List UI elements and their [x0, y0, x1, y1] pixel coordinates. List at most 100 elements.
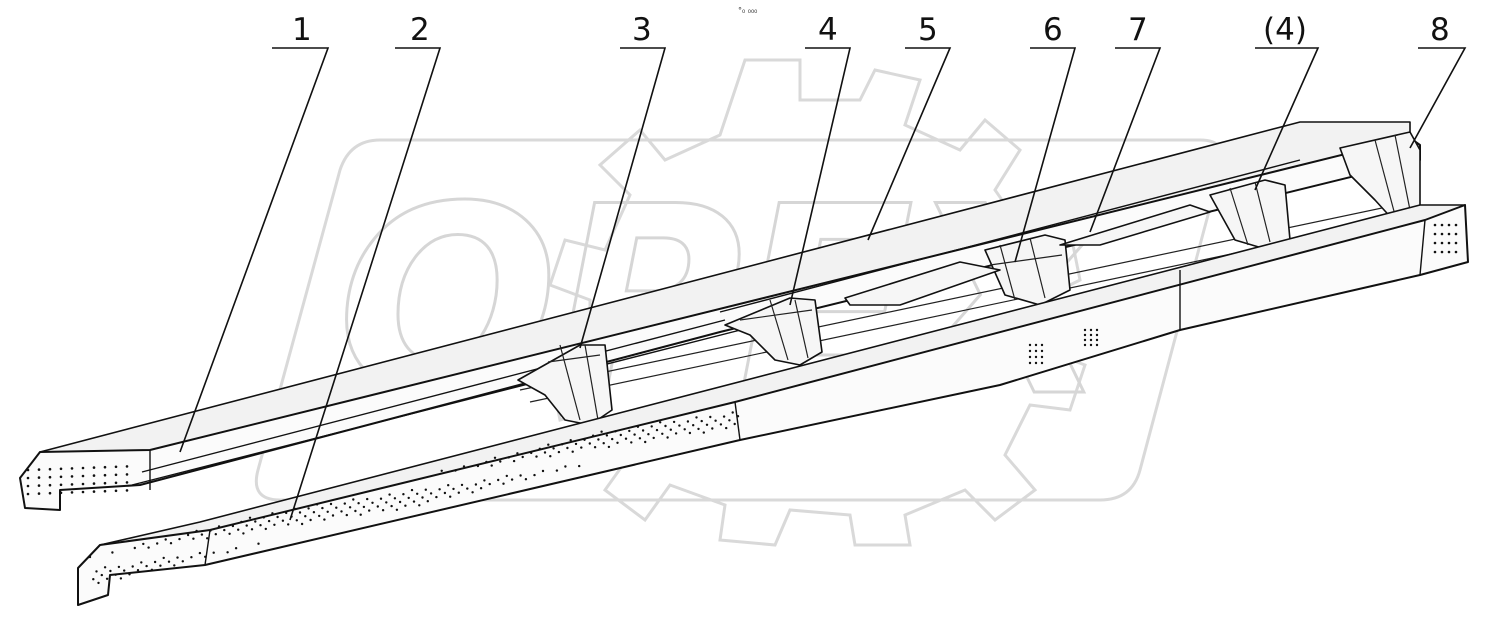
- leader-6: [1014, 47, 1077, 263]
- rivet-hole: [1454, 241, 1458, 245]
- rivet-hole: [95, 570, 98, 573]
- rivet-hole: [1089, 338, 1093, 342]
- rivet-hole: [92, 578, 95, 581]
- rivet-hole: [440, 469, 443, 472]
- rivet-hole: [593, 446, 597, 449]
- rivet-hole: [404, 504, 407, 507]
- leader-lines: [179, 47, 1467, 521]
- rivet-hole: [133, 546, 136, 550]
- rivet-hole: [521, 455, 524, 459]
- rivet-hole: [644, 440, 647, 444]
- rivet-hole: [59, 483, 63, 487]
- rivet-hole: [1083, 328, 1087, 332]
- watermark-gear: [548, 58, 1087, 547]
- leader-1: [179, 47, 330, 453]
- rivet-hole: [114, 473, 118, 477]
- rivet-hole: [1034, 343, 1038, 347]
- rivet-hole: [1034, 349, 1038, 353]
- rivet-hole: [26, 468, 30, 472]
- rivet-hole: [1089, 343, 1093, 347]
- rivet-hole: [114, 573, 117, 576]
- rivet-hole: [647, 433, 650, 436]
- rivet-hole: [410, 488, 414, 492]
- rivet-hole: [329, 502, 333, 506]
- rivet-hole: [162, 556, 165, 560]
- rivet-hole: [479, 487, 483, 490]
- rivet-hole: [1083, 333, 1087, 337]
- rivet-hole: [125, 481, 129, 484]
- callout-6: 6: [1043, 12, 1063, 48]
- rivet-hole: [731, 411, 734, 414]
- rivet-hole: [516, 452, 519, 455]
- rivet-hole: [359, 513, 362, 516]
- rivet-hole: [709, 415, 712, 419]
- rivet-hole: [309, 518, 312, 522]
- rivet-hole: [300, 522, 304, 526]
- rivet-hole: [223, 528, 226, 532]
- rivet-hole: [326, 510, 329, 513]
- rivet-hole: [125, 465, 129, 468]
- rivet-hole: [70, 475, 74, 478]
- rivet-hole: [493, 456, 497, 459]
- rivet-hole: [234, 547, 238, 550]
- rivet-hole: [167, 560, 171, 563]
- rivet-hole: [173, 564, 176, 567]
- rivet-hole: [714, 419, 717, 422]
- leader-8: [1409, 47, 1467, 149]
- rivet-hole: [686, 420, 690, 423]
- rivet-hole: [429, 492, 433, 495]
- rivet-hole: [1433, 232, 1437, 236]
- rivet-hole: [398, 500, 402, 504]
- rivet-hole: [692, 424, 695, 427]
- rivet-hole: [200, 533, 204, 536]
- rivet-hole: [557, 450, 561, 454]
- rivet-hole: [583, 438, 586, 441]
- rivet-hole: [81, 474, 85, 478]
- rivet-hole: [26, 492, 30, 496]
- leader-4: [789, 47, 852, 306]
- rivet-hole: [385, 501, 388, 504]
- rivet-hole: [1040, 343, 1044, 347]
- callout-3: 3: [632, 12, 652, 48]
- rivet-hole: [605, 434, 609, 437]
- rivet-hole: [476, 464, 480, 468]
- rivet-hole: [1440, 232, 1444, 236]
- rivet-hole: [186, 533, 190, 537]
- rivet-hole: [607, 445, 611, 449]
- rivet-hole: [462, 465, 466, 468]
- rivet-hole: [695, 416, 698, 419]
- rivet-hole: [1028, 355, 1032, 359]
- rivet-hole: [402, 493, 405, 496]
- rivet-hole: [37, 484, 41, 487]
- rivet-hole: [555, 469, 559, 472]
- cross-member-4: [724, 297, 823, 366]
- rivet-hole: [571, 450, 574, 453]
- rivet-hole: [678, 424, 681, 427]
- rivet-hole: [242, 532, 245, 535]
- rivet-hole: [164, 538, 167, 541]
- rivet-hole: [1095, 328, 1099, 332]
- rivet-hole: [231, 524, 235, 528]
- rivet-hole: [100, 573, 104, 577]
- rivet-hole: [474, 483, 478, 486]
- rivet-hole: [1034, 361, 1038, 365]
- rivet-hole: [722, 415, 726, 418]
- rivet-hole: [395, 508, 399, 511]
- rivet-hole: [497, 478, 500, 482]
- rivet-hole: [331, 514, 335, 517]
- leader-5: [867, 47, 952, 241]
- rivet-hole: [666, 436, 669, 439]
- rivet-hole: [206, 537, 209, 540]
- rivet-hole: [81, 466, 85, 470]
- rivet-hole: [659, 421, 662, 424]
- rivet-hole: [136, 569, 140, 572]
- rivet-hole: [688, 431, 692, 435]
- rivet-hole: [240, 520, 243, 524]
- rivet-hole: [48, 475, 52, 479]
- rivet-hole: [1454, 232, 1458, 236]
- rivet-hole: [719, 423, 723, 426]
- rivet-hole: [683, 428, 686, 431]
- rivet-hole: [312, 511, 316, 514]
- rivet-hole: [37, 468, 41, 471]
- rivet-hole: [530, 451, 533, 455]
